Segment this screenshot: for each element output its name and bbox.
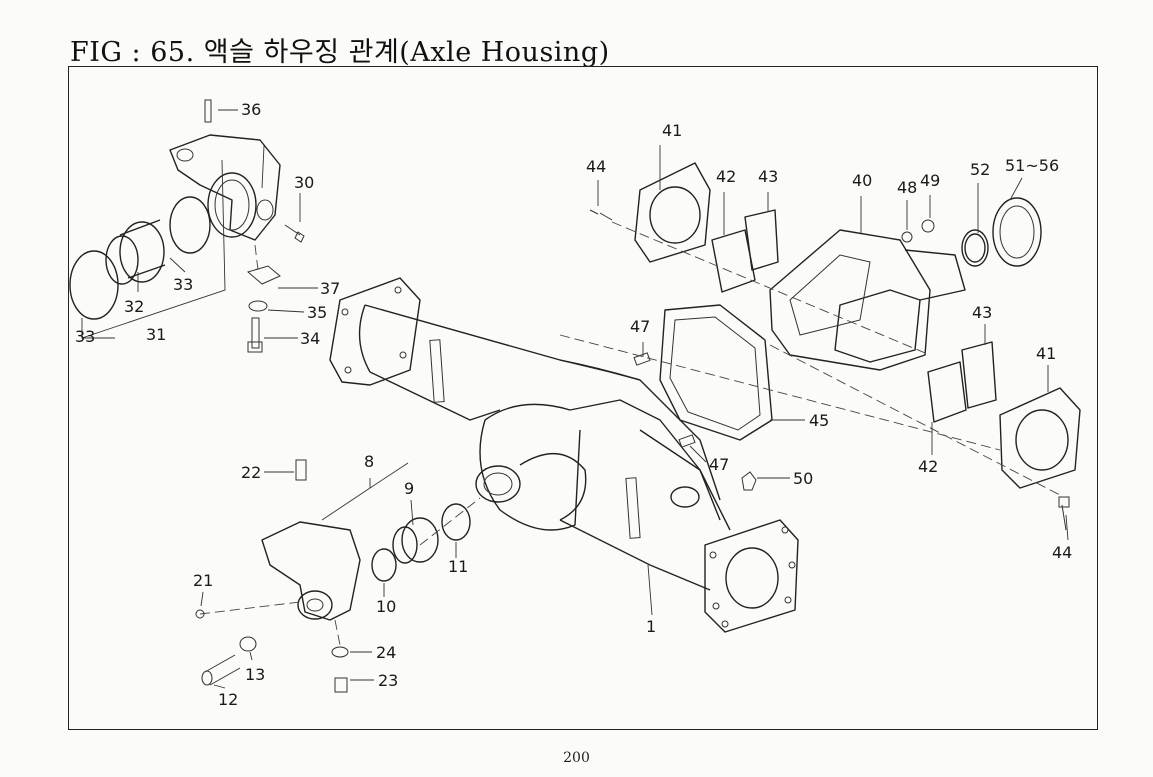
callout-50: 50 — [793, 469, 813, 488]
callout-13: 13 — [245, 665, 265, 684]
callout-31: 31 — [146, 325, 166, 344]
callout-44-upper: 44 — [586, 157, 606, 176]
callout-33-inner: 33 — [173, 275, 193, 294]
callout-8: 8 — [364, 452, 374, 471]
callout-21: 21 — [193, 571, 213, 590]
callout-9: 9 — [404, 479, 414, 498]
figure-frame — [68, 66, 1098, 730]
callout-43-lower: 43 — [972, 303, 992, 322]
callout-35: 35 — [307, 303, 327, 322]
callout-22: 22 — [241, 463, 261, 482]
callout-49: 49 — [920, 171, 940, 190]
callout-41-upper: 41 — [662, 121, 682, 140]
figure-title: FIG : 65. 액슬 하우징 관계(Axle Housing) — [70, 37, 610, 68]
callout-32: 32 — [124, 297, 144, 316]
callout-leader-lines — [81, 109, 1069, 689]
callout-10: 10 — [376, 597, 396, 616]
callout-48: 48 — [897, 178, 917, 197]
callout-33-outer: 33 — [75, 327, 95, 346]
callout-40: 40 — [852, 171, 872, 190]
upper-knuckle-assembly — [69, 99, 305, 353]
callout-36: 36 — [241, 100, 261, 119]
callout-23: 23 — [378, 671, 398, 690]
callout-11: 11 — [448, 557, 468, 576]
callout-43-upper: 43 — [758, 167, 778, 186]
carrier-assembly — [589, 162, 1081, 531]
callout-47-upper: 47 — [630, 317, 650, 336]
assembly-center-lines — [199, 221, 1061, 646]
callout-45: 45 — [809, 411, 829, 430]
callout-34: 34 — [300, 329, 320, 348]
callout-24: 24 — [376, 643, 396, 662]
callout-1: 1 — [646, 617, 656, 636]
callout-47-lower: 47 — [709, 455, 729, 474]
callout-30: 30 — [294, 173, 314, 192]
callout-41-lower: 41 — [1036, 344, 1056, 363]
callout-labels: 36 30 37 35 34 33 32 33 31 41 44 42 43 4… — [75, 100, 1072, 709]
page-number: 200 — [563, 750, 590, 766]
axle-housing-part — [329, 277, 799, 633]
callout-44-lower: 44 — [1052, 543, 1072, 562]
callout-42-lower: 42 — [918, 457, 938, 476]
callout-12: 12 — [218, 690, 238, 709]
callout-51-56: 51~56 — [1005, 156, 1059, 175]
callout-52: 52 — [970, 160, 990, 179]
callout-37: 37 — [320, 279, 340, 298]
lower-knuckle-assembly — [195, 459, 471, 693]
callout-42-upper: 42 — [716, 167, 736, 186]
